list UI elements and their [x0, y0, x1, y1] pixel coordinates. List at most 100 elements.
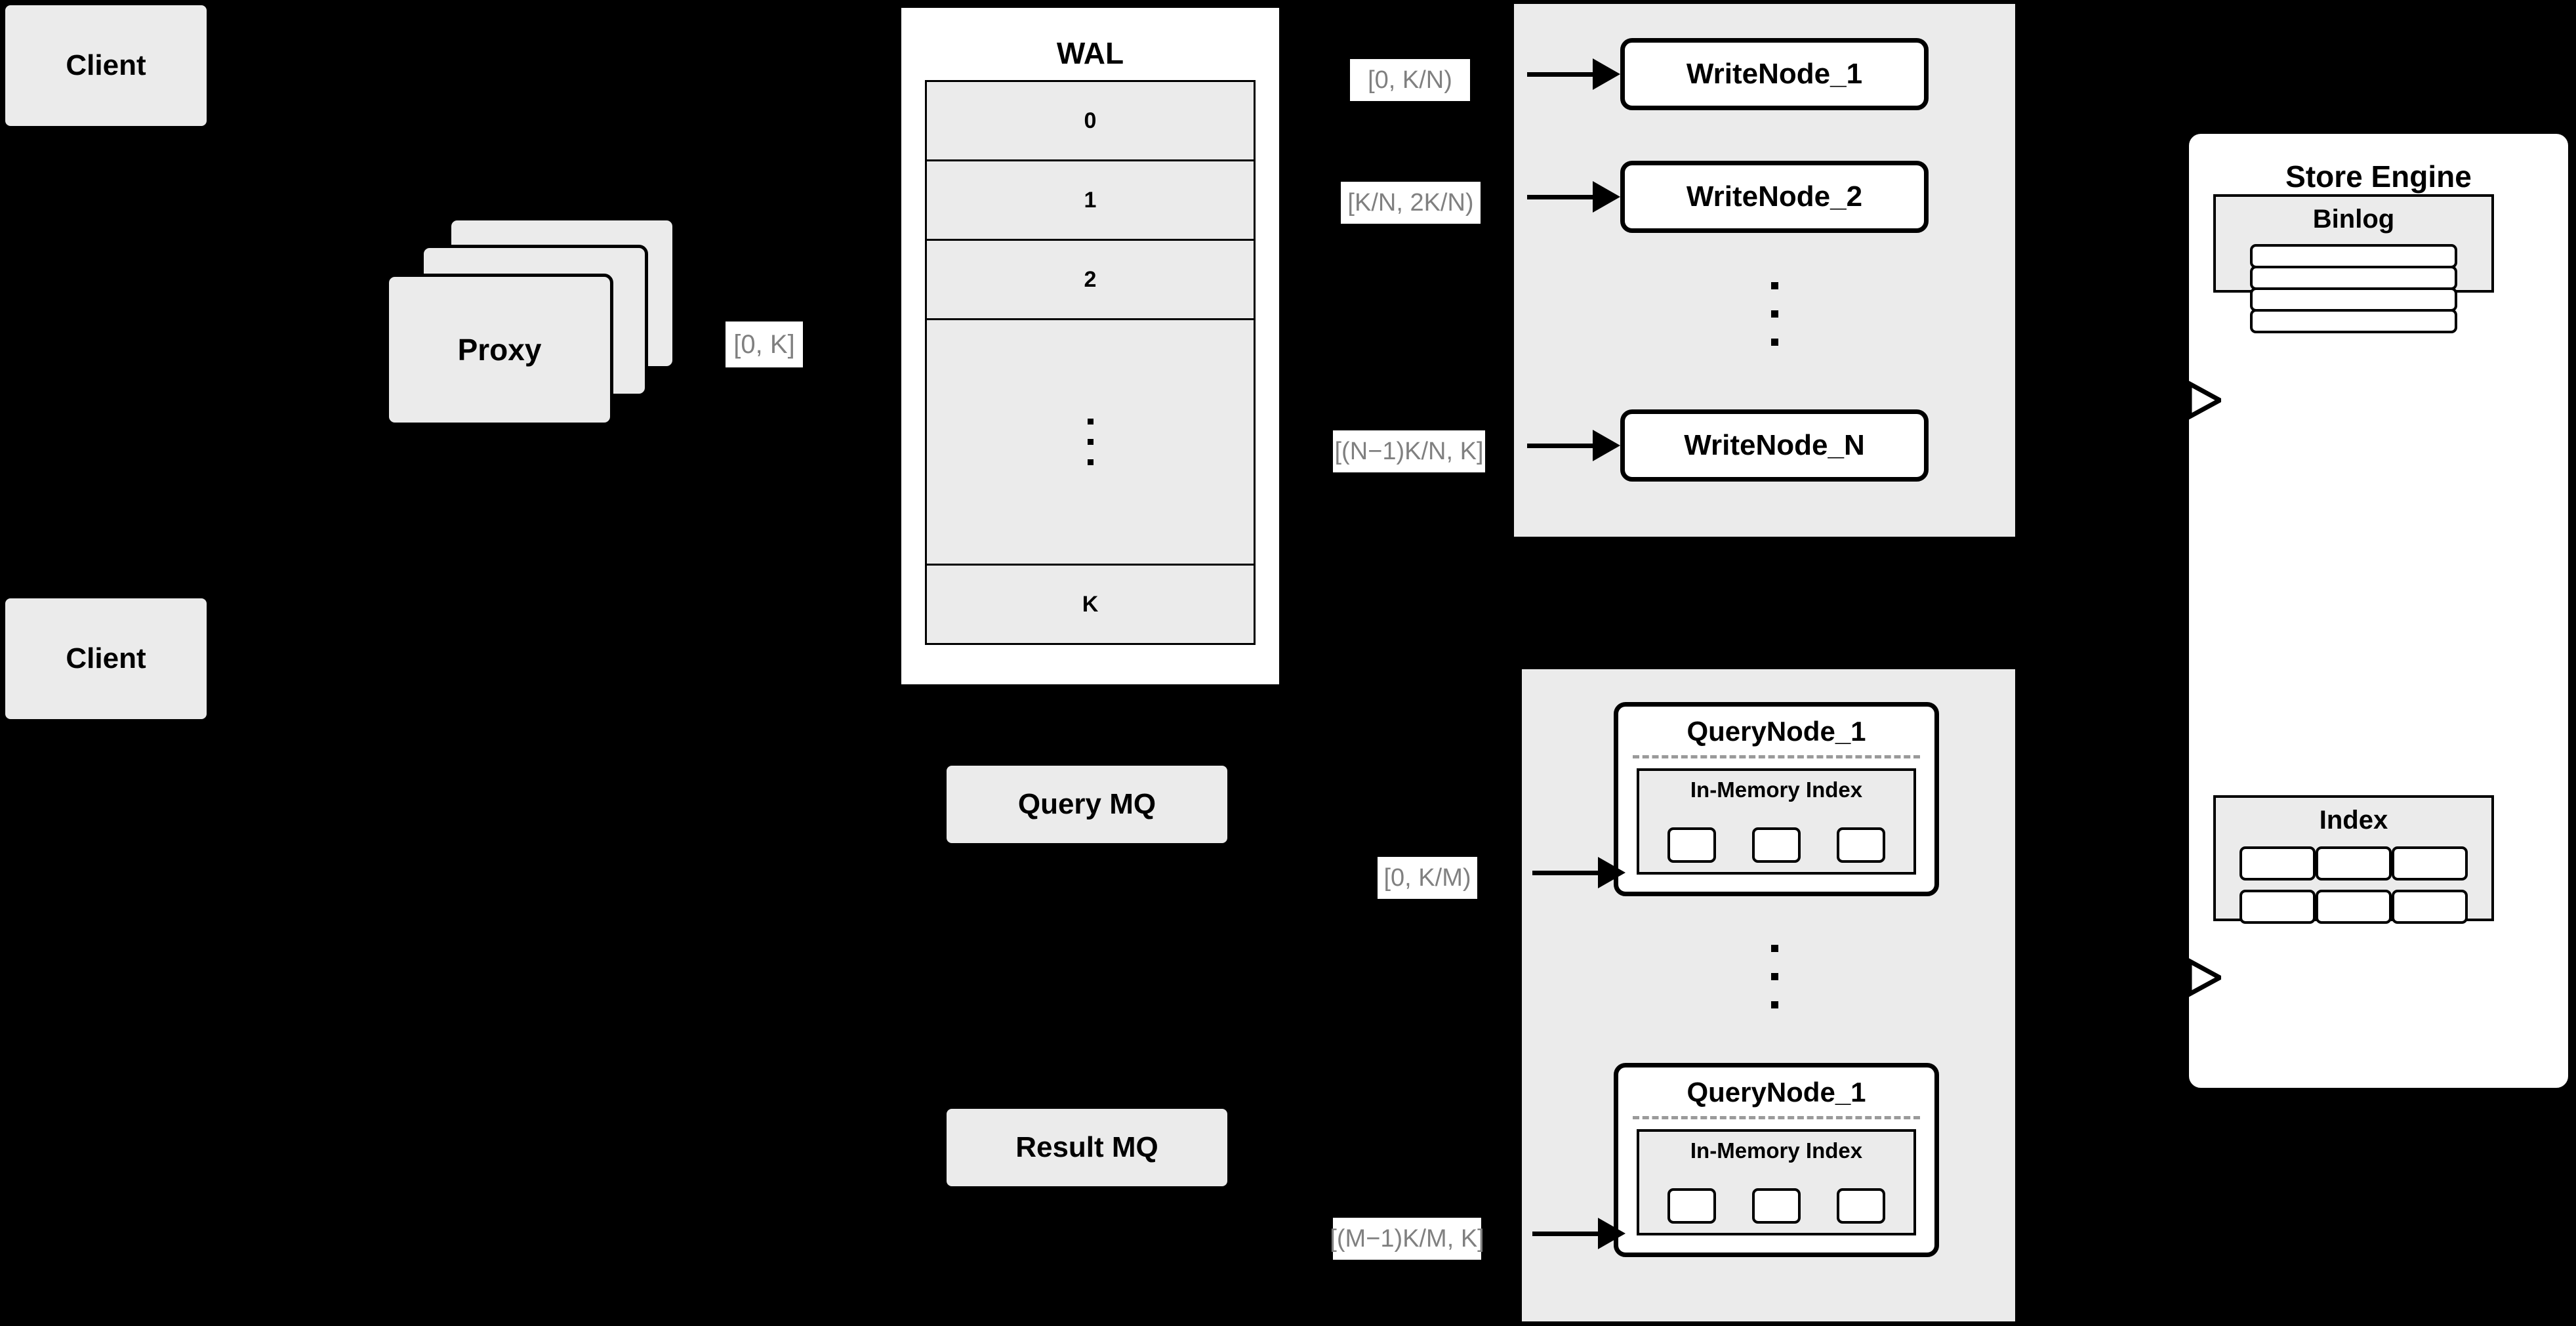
binlog-bar-list: [2250, 244, 2457, 333]
edge-label-query-node-m-text: [(M−1)K/M, K]: [1330, 1225, 1484, 1253]
edge-label-write-node-2-text: [K/N, 2K/N): [1347, 189, 1474, 217]
in-memory-index-m-title: In-Memory Index: [1690, 1138, 1863, 1163]
index-cell: [1667, 827, 1717, 863]
edge-label-proxy-to-wal: [0, K]: [726, 321, 803, 367]
index-cell: [2239, 890, 2316, 924]
client-node-2[interactable]: Client: [5, 598, 207, 719]
query-node-1[interactable]: QueryNode_1 In-Memory Index: [1614, 702, 1939, 896]
edge-label-write-node-1: [0, K/N): [1350, 59, 1470, 101]
arrow-head-to-write-node-2: [1593, 181, 1620, 213]
ellipsis-dot: [1771, 1001, 1778, 1008]
index-cell: [1751, 827, 1801, 863]
binlog-section: Binlog: [2213, 194, 2494, 333]
ellipsis-dot: [1087, 439, 1094, 445]
write-node-2-label: WriteNode_2: [1686, 180, 1863, 213]
arrow-to-index: [2162, 957, 2221, 998]
wal-row-label: 1: [1084, 187, 1097, 213]
client-node-1-label: Client: [66, 49, 146, 81]
wal-row-label: K: [1082, 591, 1099, 617]
ellipsis-dot: [1087, 419, 1094, 425]
index-cell: [2239, 846, 2316, 881]
edge-label-write-node-n: [(N−1)K/N, K]: [1333, 430, 1485, 472]
edge-label-write-node-2: [K/N, 2K/N): [1341, 182, 1481, 224]
binlog-bar: [2250, 287, 2457, 312]
query-node-1-title: QueryNode_1: [1687, 716, 1866, 747]
index-cell: [1667, 1188, 1717, 1224]
edge-label-query-node-1: [0, K/M): [1378, 857, 1477, 899]
wal-row: 2: [927, 241, 1254, 320]
in-memory-index-1: In-Memory Index: [1637, 768, 1916, 875]
store-engine-title: Store Engine: [2285, 159, 2472, 194]
result-mq-label: Result MQ: [1015, 1131, 1158, 1163]
wal-node[interactable]: WAL 0 1 2 K: [897, 4, 1283, 688]
ellipsis-dot: [1771, 339, 1778, 346]
query-mq-label: Query MQ: [1017, 788, 1156, 820]
write-node-1[interactable]: WriteNode_1: [1620, 38, 1929, 110]
wal-row-label: 2: [1084, 266, 1097, 292]
query-mq-node[interactable]: Query MQ: [947, 766, 1227, 843]
query-cluster-ellipsis: [1771, 945, 1778, 1008]
proxy-label: Proxy: [457, 333, 542, 367]
edge-label-query-node-m: [(M−1)K/M, K]: [1330, 1218, 1484, 1260]
in-memory-index-1-title: In-Memory Index: [1690, 777, 1863, 802]
index-cell: [2316, 846, 2392, 881]
index-title: Index: [2319, 806, 2388, 835]
edge-label-write-node-n-text: [(N−1)K/N, K]: [1334, 438, 1484, 465]
query-node-m-title: QueryNode_1: [1687, 1077, 1866, 1108]
wal-entry-table: 0 1 2 K: [925, 80, 1256, 645]
wal-row-ellipsis: [927, 320, 1254, 566]
arrow-head-to-write-node-1: [1593, 58, 1620, 90]
arrow-line-to-write-node-n: [1527, 444, 1594, 448]
in-memory-index-1-cells: [1650, 827, 1903, 863]
index-cell: [2316, 890, 2392, 924]
arrow-to-binlog: [2162, 380, 2221, 421]
binlog-title: Binlog: [2312, 205, 2395, 234]
index-row: [2239, 846, 2468, 881]
in-memory-index-m: In-Memory Index: [1637, 1129, 1916, 1235]
arrow-head-to-query-node-1: [1598, 857, 1625, 888]
write-node-n[interactable]: WriteNode_N: [1620, 409, 1929, 482]
arrow-line-to-query-node-1: [1532, 871, 1599, 875]
index-cell: [1836, 1188, 1885, 1224]
wal-title: WAL: [1056, 36, 1124, 70]
arrow-line-to-write-node-2: [1527, 195, 1594, 199]
wal-row-label: 0: [1084, 108, 1097, 133]
index-cell: [1751, 1188, 1801, 1224]
ellipsis-dot: [1771, 973, 1778, 980]
ellipsis-dot: [1771, 945, 1778, 952]
client-node-1[interactable]: Client: [5, 5, 207, 126]
ellipsis-dot: [1771, 310, 1778, 318]
arrow-line-to-query-node-m: [1532, 1232, 1599, 1236]
wal-row: 0: [927, 82, 1254, 161]
write-node-2[interactable]: WriteNode_2: [1620, 161, 1929, 233]
index-cell-grid: [2239, 846, 2468, 924]
proxy-node[interactable]: Proxy: [386, 274, 613, 426]
arrow-head-to-write-node-n: [1593, 430, 1620, 461]
index-row: [2239, 890, 2468, 924]
binlog-bar: [2250, 309, 2457, 333]
write-node-n-label: WriteNode_N: [1684, 429, 1865, 461]
edge-label-proxy-to-wal-text: [0, K]: [733, 330, 795, 359]
binlog-bar: [2250, 244, 2457, 268]
wal-row: 1: [927, 161, 1254, 241]
binlog-bar: [2250, 266, 2457, 290]
result-mq-node[interactable]: Result MQ: [947, 1109, 1227, 1186]
ellipsis-dot: [1087, 459, 1094, 465]
index-cell: [1836, 827, 1885, 863]
arrow-head-to-query-node-m: [1598, 1218, 1625, 1249]
query-node-m[interactable]: QueryNode_1 In-Memory Index: [1614, 1063, 1939, 1257]
index-cell: [2392, 846, 2468, 881]
in-memory-index-m-cells: [1650, 1188, 1903, 1224]
query-node-1-separator: [1633, 755, 1920, 758]
query-node-m-separator: [1633, 1116, 1920, 1119]
index-cell: [2392, 890, 2468, 924]
edge-label-query-node-1-text: [0, K/M): [1383, 864, 1471, 892]
write-cluster-ellipsis: [1771, 282, 1778, 346]
arrow-line-to-write-node-1: [1527, 72, 1594, 77]
store-engine-node[interactable]: Store Engine Binlog Index: [2185, 130, 2572, 1092]
index-section: Index: [2213, 795, 2494, 924]
wal-row: K: [927, 566, 1254, 643]
client-node-2-label: Client: [66, 642, 146, 674]
ellipsis-dot: [1771, 282, 1778, 289]
